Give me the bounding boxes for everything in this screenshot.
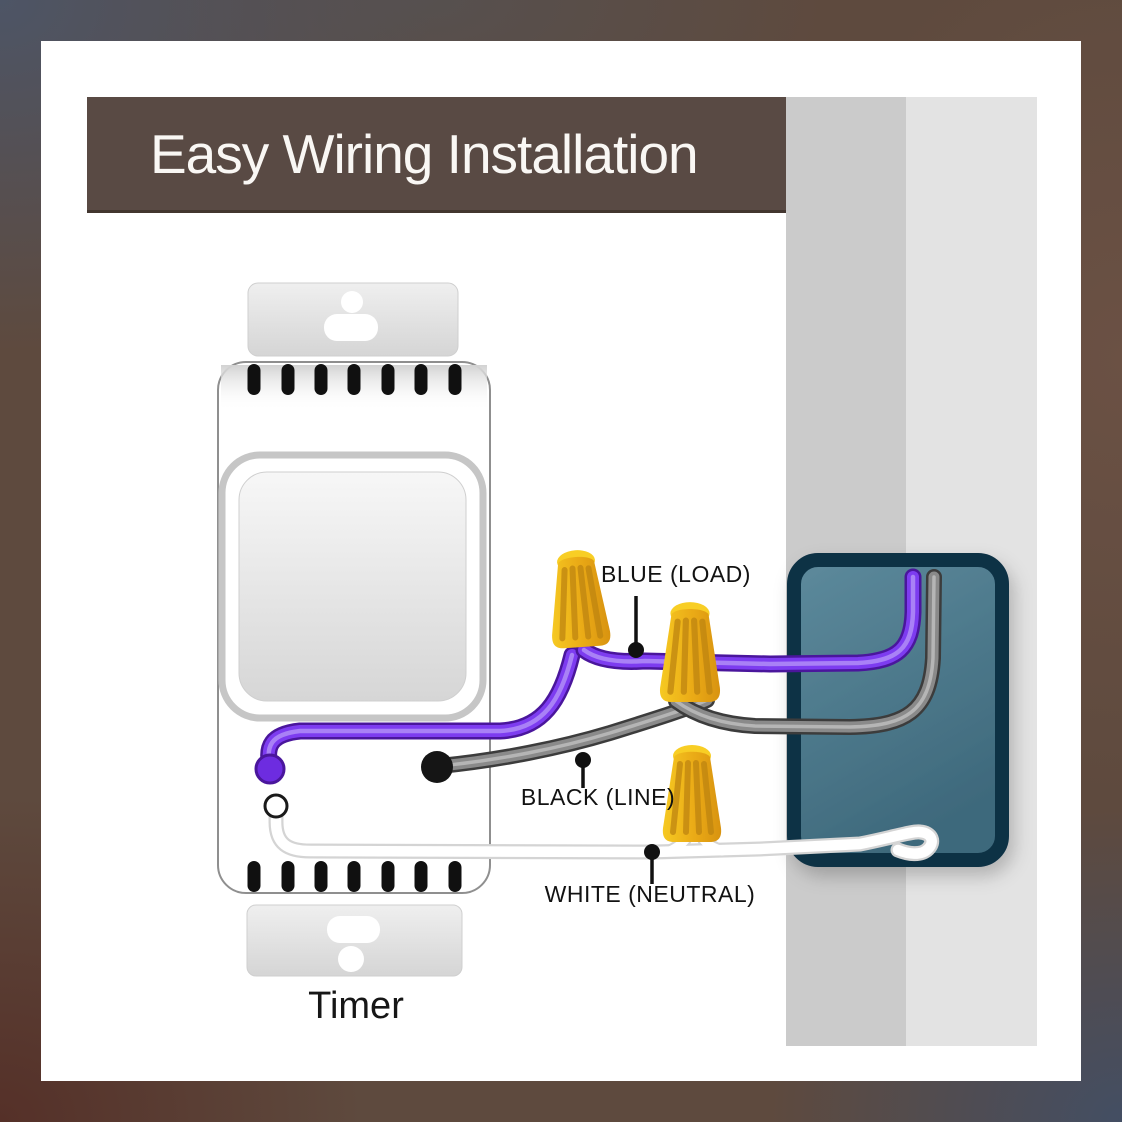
mounting-strap-bottom [246, 904, 463, 977]
label-white-neutral: WHITE (NEUTRAL) [544, 881, 756, 907]
label-black-line: BLACK (LINE) [520, 784, 676, 810]
black-line-wire [432, 569, 942, 774]
title-banner: Easy Wiring Installation [87, 97, 786, 213]
callouts [575, 596, 660, 884]
page-title: Easy Wiring Installation [150, 122, 699, 185]
black-wire-nut-to-box [668, 569, 942, 736]
electrical-box [787, 553, 1009, 867]
blue-wire-device-to-nut [260, 646, 581, 779]
blue-wire-terminal [254, 753, 286, 785]
vent-slots-top [247, 364, 462, 395]
device-body [217, 361, 491, 894]
blue-load-wire [260, 568, 922, 779]
blue-wire-nut-to-box [575, 568, 922, 673]
timer-switch-device [217, 282, 491, 977]
label-timer: Timer [308, 985, 404, 1027]
vent-slots-bottom [247, 861, 462, 892]
mounting-strap-top [247, 282, 459, 357]
black-wire-terminal [421, 751, 453, 783]
white-neutral-wire [268, 800, 940, 862]
label-blue-load: BLUE (LOAD) [601, 561, 751, 587]
white-wire-terminal [263, 793, 289, 819]
wire-nut-2-icon [660, 602, 720, 702]
switch-paddle-button [218, 451, 487, 722]
